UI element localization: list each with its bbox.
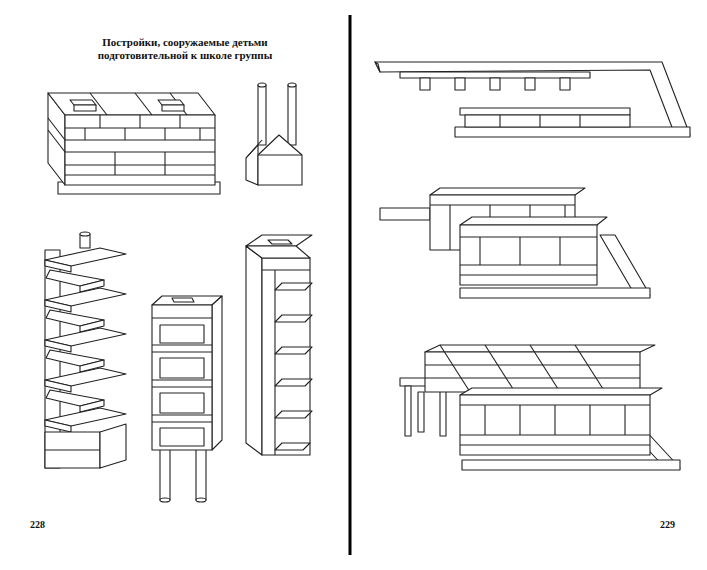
tower-on-legs [152,296,222,502]
tall-tower [246,235,312,455]
page-divider [349,15,352,555]
spiral-tower [45,232,126,468]
block-building [48,93,220,194]
page-number: 229 [660,519,675,530]
two-storey-building [380,188,650,298]
page-title: Постройки, сооружаемые детьми подготовит… [85,36,285,62]
house-with-chimneys [246,83,302,185]
frame-construction [375,62,690,137]
page-number: 228 [30,519,45,530]
large-building [400,345,680,470]
